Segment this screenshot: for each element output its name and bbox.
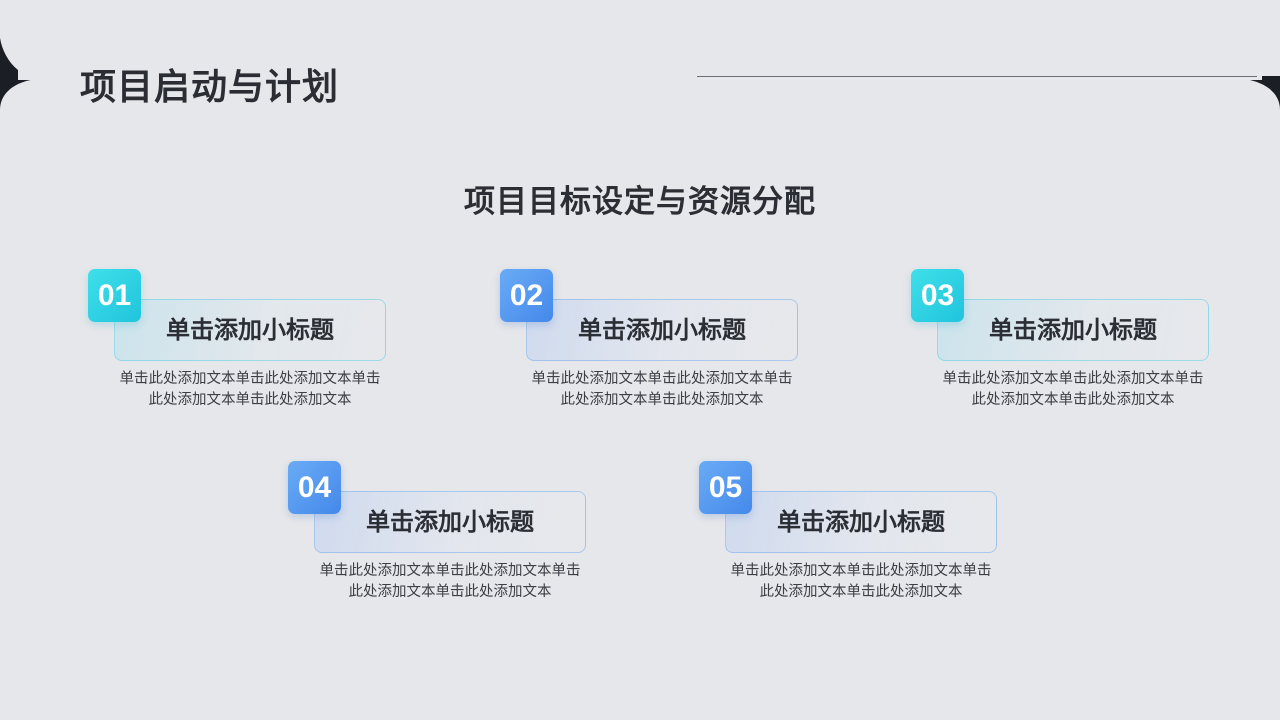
card-body-text[interactable]: 单击此处添加文本单击此处添加文本单击此处添加文本单击此处添加文本 [730,563,992,600]
card-subtitle[interactable]: 单击添加小标题 [578,316,746,344]
number-badge: 02 [500,269,553,322]
card-subtitle[interactable]: 单击添加小标题 [777,508,945,536]
page-title: 项目启动与计划 [80,67,340,108]
card-5: 05 单击添加小标题 单击此处添加文本单击此处添加文本单击此处添加文本单击此处添… [699,461,999,601]
card-title-box[interactable] [725,491,997,553]
card-3: 03 单击添加小标题 单击此处添加文本单击此处添加文本单击此处添加文本单击此处添… [911,269,1211,409]
number-badge: 03 [911,269,964,322]
card-1: 01 单击添加小标题 单击此处添加文本单击此处添加文本单击此处添加文本单击此处添… [88,269,388,409]
card-title-box[interactable] [114,299,386,361]
card-body-text[interactable]: 单击此处添加文本单击此处添加文本单击此处添加文本单击此处添加文本 [942,371,1204,408]
number-badge: 05 [699,461,752,514]
card-body-text[interactable]: 单击此处添加文本单击此处添加文本单击此处添加文本单击此处添加文本 [531,371,793,408]
header-divider [697,76,1257,77]
card-body-text[interactable]: 单击此处添加文本单击此处添加文本单击此处添加文本单击此处添加文本 [119,371,381,408]
card-title-box[interactable] [937,299,1209,361]
number-badge: 04 [288,461,341,514]
card-subtitle[interactable]: 单击添加小标题 [166,316,334,344]
card-4: 04 单击添加小标题 单击此处添加文本单击此处添加文本单击此处添加文本单击此处添… [288,461,588,601]
number-badge: 01 [88,269,141,322]
card-2: 02 单击添加小标题 单击此处添加文本单击此处添加文本单击此处添加文本单击此处添… [500,269,800,409]
card-subtitle[interactable]: 单击添加小标题 [366,508,534,536]
card-title-box[interactable] [314,491,586,553]
section-title: 项目目标设定与资源分配 [464,184,816,220]
card-subtitle[interactable]: 单击添加小标题 [989,316,1157,344]
card-title-box[interactable] [526,299,798,361]
card-body-text[interactable]: 单击此处添加文本单击此处添加文本单击此处添加文本单击此处添加文本 [319,563,581,600]
